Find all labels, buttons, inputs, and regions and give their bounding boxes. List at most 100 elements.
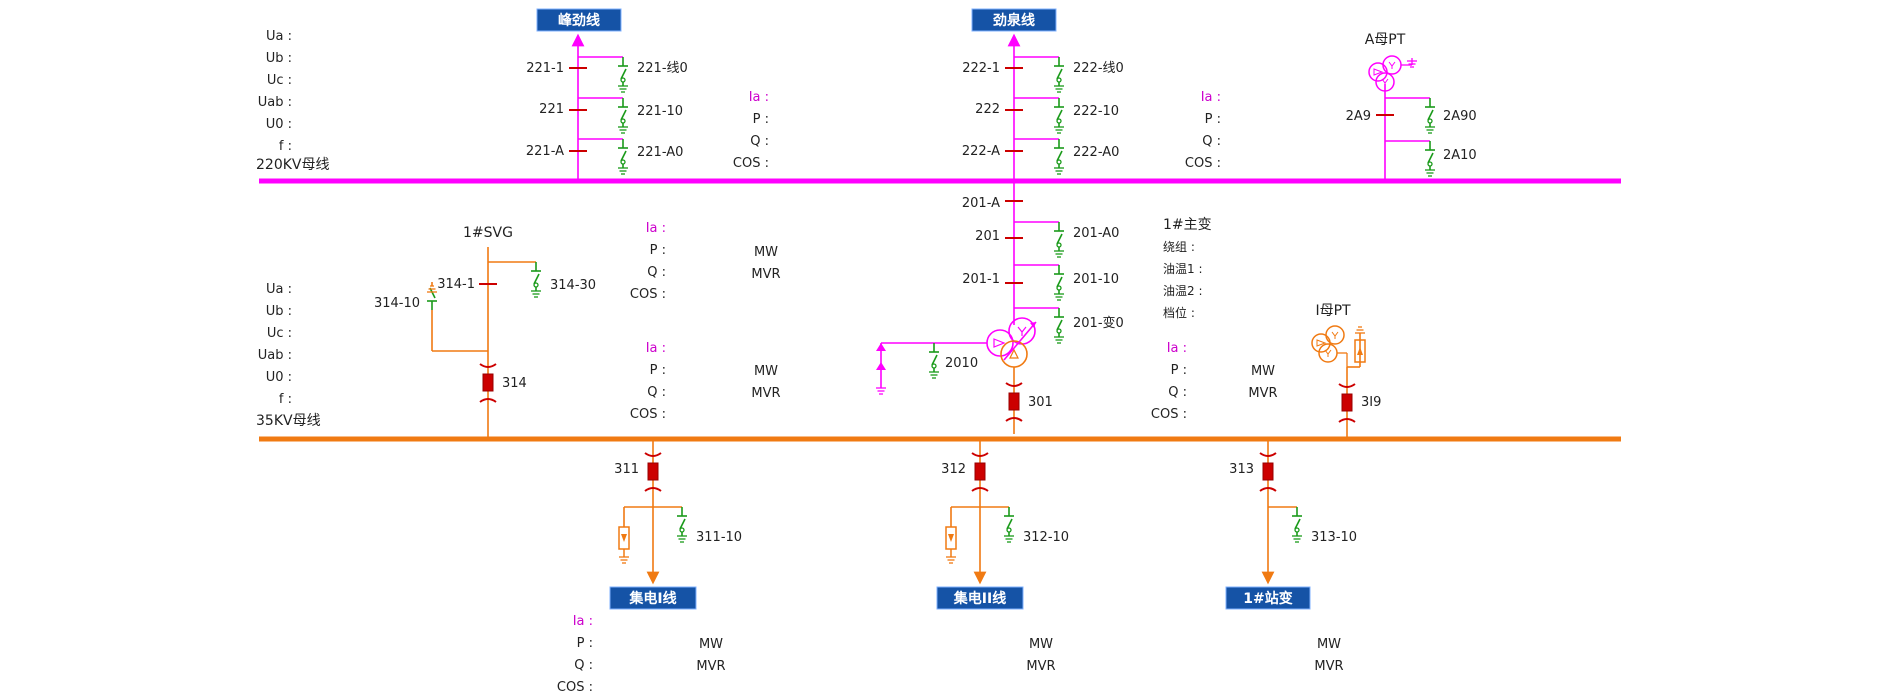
label-314: 314 bbox=[502, 376, 527, 391]
meas-label: Uab : bbox=[258, 95, 292, 110]
label-312-10: 312-10 bbox=[1023, 530, 1069, 545]
tag-fengjin[interactable]: 峰劲线 bbox=[536, 8, 622, 32]
q-label: Q : bbox=[574, 658, 593, 673]
meas-fengjin: Ia : P : Q : COS : bbox=[733, 90, 769, 171]
trans-row: 档位 : bbox=[1163, 305, 1195, 320]
meas-feeder2: MW MVR bbox=[1026, 637, 1055, 674]
meas-label: f : bbox=[279, 392, 292, 407]
label-221-A0: 221-A0 bbox=[637, 145, 683, 160]
meas-label: Ub : bbox=[266, 51, 292, 66]
mvr-unit: MVR bbox=[751, 386, 780, 401]
label-301: 301 bbox=[1028, 395, 1053, 410]
label-312: 312 bbox=[941, 462, 966, 477]
meas-feeder1: Ia : P : Q : COS : MW MVR bbox=[557, 614, 726, 695]
label-313: 313 bbox=[1229, 462, 1254, 477]
label-222-A0: 222-A0 bbox=[1073, 145, 1119, 160]
label-314-10: 314-10 bbox=[374, 296, 420, 311]
label-221-10: 221-10 bbox=[637, 104, 683, 119]
cos-label: COS : bbox=[1185, 156, 1221, 171]
label-201-10: 201-10 bbox=[1073, 272, 1119, 287]
ia-label: Ia : bbox=[573, 614, 593, 629]
meas-label: Uc : bbox=[267, 73, 292, 88]
meas-bus35in: Ia : P : Q : COS : MW MVR bbox=[630, 341, 781, 422]
bus-35-name: 35KV母线 bbox=[256, 413, 321, 429]
trans-title: 1#主变 bbox=[1163, 217, 1212, 233]
mvr-unit: MVR bbox=[696, 659, 725, 674]
mw-unit: MW bbox=[699, 637, 723, 652]
label-222-A: 222-A bbox=[962, 144, 1000, 159]
bay-main-transformer[interactable] bbox=[875, 181, 1064, 434]
bay-i-pt[interactable] bbox=[1311, 325, 1366, 439]
bay-feeder-313[interactable] bbox=[1259, 439, 1302, 585]
label-2010: 2010 bbox=[945, 356, 978, 371]
tag-jidian2[interactable]: 集电II线 bbox=[936, 586, 1024, 610]
mvr-unit: MVR bbox=[1026, 659, 1055, 674]
trans-info: 1#主变 绕组 : 油温1 : 油温2 : 档位 : bbox=[1163, 217, 1212, 320]
bay-feeder-311[interactable] bbox=[618, 439, 687, 585]
trans-row: 油温1 : bbox=[1163, 262, 1203, 276]
meas-label: Ub : bbox=[266, 304, 292, 319]
meas-label: U0 : bbox=[266, 117, 292, 132]
p-label: P : bbox=[577, 636, 593, 651]
p-label: P : bbox=[650, 363, 666, 378]
bay-a-pt[interactable] bbox=[1368, 55, 1435, 181]
label-221-1: 221-1 bbox=[526, 61, 564, 76]
tag-jidian1[interactable]: 集电I线 bbox=[609, 586, 697, 610]
bus220-measurements: Ua : Ub : Uc : Uab : U0 : f : 220KV母线 bbox=[256, 29, 329, 173]
q-label: Q : bbox=[750, 134, 769, 149]
cos-label: COS : bbox=[557, 680, 593, 695]
label-201-1: 201-1 bbox=[962, 272, 1000, 287]
q-label: Q : bbox=[647, 265, 666, 280]
tag-zhanbian-label: 1#站变 bbox=[1243, 590, 1292, 607]
meas-svg: Ia : P : Q : COS : MW MVR bbox=[630, 221, 781, 302]
p-label: P : bbox=[1205, 112, 1221, 127]
bay-feeder-312[interactable] bbox=[945, 439, 1014, 585]
bus35-measurements: Ua : Ub : Uc : Uab : U0 : f : 35KV母线 bbox=[256, 282, 321, 429]
label-311-10: 311-10 bbox=[696, 530, 742, 545]
mw-unit: MW bbox=[754, 364, 778, 379]
label-2A9: 2A9 bbox=[1346, 109, 1371, 124]
mw-unit: MW bbox=[754, 245, 778, 260]
ia-label: Ia : bbox=[646, 341, 666, 356]
bay-fengjin[interactable] bbox=[569, 33, 628, 181]
label-313-10: 313-10 bbox=[1311, 530, 1357, 545]
cos-label: COS : bbox=[630, 287, 666, 302]
p-label: P : bbox=[753, 112, 769, 127]
cos-label: COS : bbox=[1151, 407, 1187, 422]
label-3I9: 3I9 bbox=[1361, 395, 1381, 410]
meas-label: Ua : bbox=[266, 29, 292, 44]
label-201-A0: 201-A0 bbox=[1073, 226, 1119, 241]
ia-label: Ia : bbox=[646, 221, 666, 236]
tag-jinquan[interactable]: 劲泉线 bbox=[971, 8, 1057, 32]
bay-jinquan[interactable] bbox=[1005, 33, 1064, 181]
label-2A90: 2A90 bbox=[1443, 109, 1477, 124]
ia-label: Ia : bbox=[1167, 341, 1187, 356]
tag-zhanbian[interactable]: 1#站变 bbox=[1225, 586, 1311, 610]
mvr-unit: MVR bbox=[1248, 386, 1277, 401]
mw-unit: MW bbox=[1251, 364, 1275, 379]
tag-jinquan-label: 劲泉线 bbox=[992, 12, 1035, 29]
ia-label: Ia : bbox=[749, 90, 769, 105]
bay-svg[interactable] bbox=[426, 247, 541, 439]
label-221: 221 bbox=[539, 102, 564, 117]
meas-jinquan: Ia : P : Q : COS : bbox=[1185, 90, 1221, 171]
label-222-line0: 222-线0 bbox=[1073, 61, 1124, 76]
p-label: P : bbox=[650, 243, 666, 258]
ia-label: Ia : bbox=[1201, 90, 1221, 105]
q-label: Q : bbox=[1168, 385, 1187, 400]
meas-label: Uab : bbox=[258, 348, 292, 363]
label-201-trans0: 201-变0 bbox=[1073, 315, 1124, 331]
mvr-unit: MVR bbox=[1314, 659, 1343, 674]
meas-trans-lv: Ia : P : Q : COS : MW MVR bbox=[1151, 341, 1278, 422]
meas-label: U0 : bbox=[266, 370, 292, 385]
label-221-A: 221-A bbox=[526, 144, 564, 159]
tag-fengjin-label: 峰劲线 bbox=[558, 12, 600, 29]
label-222-1: 222-1 bbox=[962, 61, 1000, 76]
label-2A10: 2A10 bbox=[1443, 148, 1477, 163]
svg-title: 1#SVG bbox=[463, 225, 513, 241]
meas-feeder3: MW MVR bbox=[1314, 637, 1343, 674]
label-201: 201 bbox=[975, 229, 1000, 244]
mw-unit: MW bbox=[1029, 637, 1053, 652]
a-pt-title: A母PT bbox=[1365, 32, 1406, 48]
